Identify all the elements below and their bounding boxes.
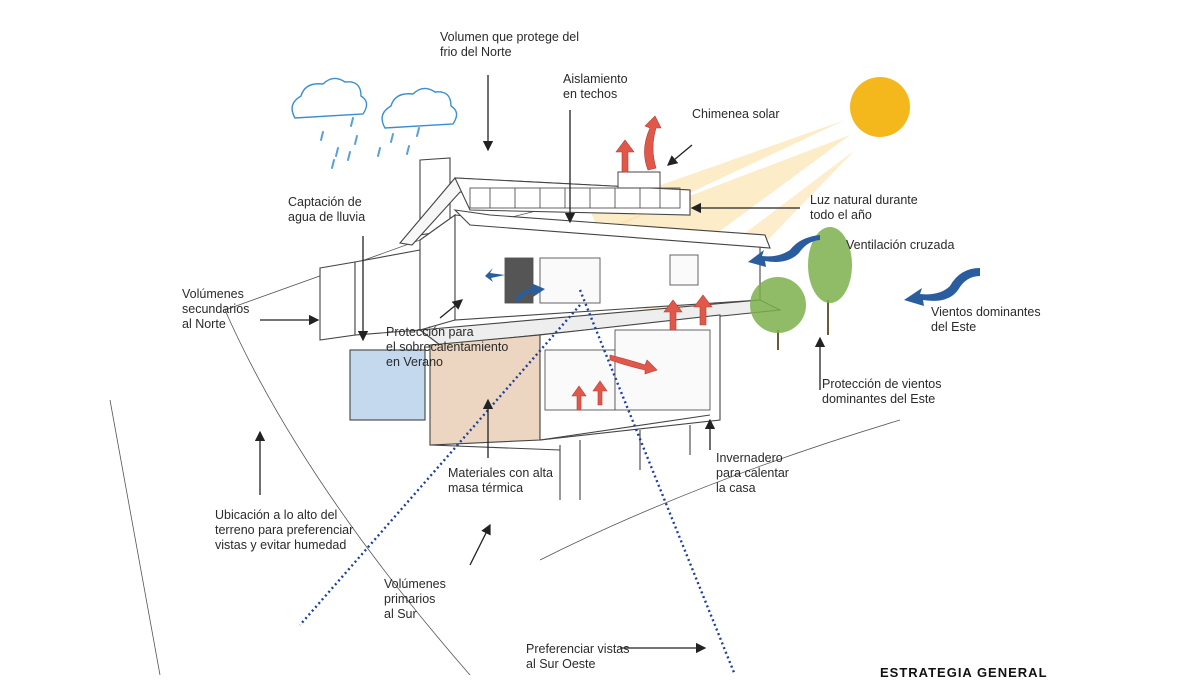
label-chimenea: Chimenea solar: [692, 107, 780, 121]
label-volumen-norte: Volumen que protege del frio del Norte: [440, 30, 579, 59]
label-materiales: Materiales con alta masa térmica: [448, 466, 553, 495]
label-vientos-este: Vientos dominantes del Este: [931, 305, 1041, 334]
label-vol-primarios: Volúmenes primarios al Sur: [384, 577, 446, 621]
label-ubicacion: Ubicación a lo alto del terreno para pre…: [215, 508, 354, 552]
windows: [469, 187, 711, 411]
label-aislamiento: Aislamiento en techos: [563, 72, 628, 101]
label-proteccion-sobrecalentamiento: Protección para el sobrecalentamiento en…: [386, 325, 509, 369]
label-proteccion-vientos: Protección de vientos dominantes del Est…: [822, 377, 942, 406]
callout-arrows: [254, 75, 826, 654]
rain-drops: [320, 117, 420, 169]
label-vol-secundarios: Volúmenes secundarios al Norte: [182, 287, 250, 331]
label-captacion: Captación de agua de lluvia: [288, 195, 366, 224]
solar-chimney: [617, 171, 661, 189]
view-lines: [299, 289, 737, 676]
heat-arrows: [571, 115, 713, 411]
wind-arrows: [485, 235, 980, 306]
label-invernadero: Invernadero para calentar la casa: [716, 451, 789, 495]
trees: [750, 227, 852, 350]
label-ventilacion: Ventilación cruzada: [846, 238, 955, 252]
label-vistas: Preferenciar vistas al Sur Oeste: [526, 642, 630, 671]
footer-title: ESTRATEGIA GENERAL: [880, 665, 1048, 680]
sun-icon: [850, 77, 910, 137]
cloud-icon: [291, 77, 458, 129]
label-luz-natural: Luz natural durante todo el año: [810, 193, 918, 222]
